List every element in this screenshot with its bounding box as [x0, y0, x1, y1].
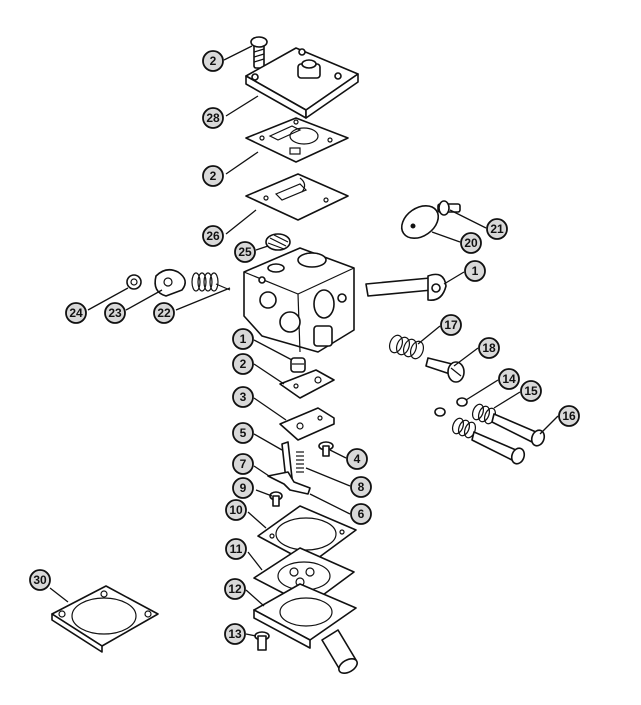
- callout-10: 10: [225, 499, 247, 521]
- svg-text:10: 10: [229, 503, 243, 517]
- callout-5: 5: [232, 422, 254, 444]
- callout-20: 20: [460, 232, 482, 254]
- callout-14: 14: [498, 368, 520, 390]
- svg-text:16: 16: [562, 409, 576, 423]
- svg-text:24: 24: [69, 306, 83, 320]
- callout-4: 4: [346, 448, 368, 470]
- adjusting-needles: [471, 413, 546, 465]
- callout-30: 30: [29, 569, 51, 591]
- callout-13: 13: [224, 623, 246, 645]
- svg-text:9: 9: [240, 481, 247, 495]
- svg-text:12: 12: [228, 582, 242, 596]
- end-cover-screw: [254, 631, 270, 651]
- svg-text:1: 1: [472, 264, 479, 278]
- svg-text:18: 18: [482, 341, 496, 355]
- o-rings: [434, 397, 468, 417]
- svg-text:6: 6: [358, 507, 365, 521]
- svg-text:15: 15: [524, 384, 538, 398]
- end-cover: [253, 583, 358, 675]
- carburetor-body: [243, 247, 355, 353]
- callout-2-left: 2: [232, 353, 254, 375]
- svg-text:17: 17: [444, 318, 458, 332]
- callout-24: 24: [65, 302, 87, 324]
- callout-16: 16: [558, 405, 580, 427]
- svg-text:22: 22: [157, 306, 171, 320]
- svg-text:8: 8: [358, 480, 365, 494]
- svg-text:26: 26: [206, 229, 220, 243]
- idle-screw-spring: [388, 334, 425, 360]
- top-cover-screw: [250, 36, 268, 69]
- lever-screw: [269, 491, 283, 507]
- svg-text:14: 14: [502, 372, 516, 386]
- inlet-control-lever: [267, 471, 311, 495]
- svg-text:28: 28: [206, 111, 220, 125]
- callout-7: 7: [232, 453, 254, 475]
- callout-3: 3: [232, 386, 254, 408]
- throttle-shaft: [365, 273, 447, 302]
- e-clip: [126, 274, 142, 290]
- mounting-gasket: [51, 585, 159, 653]
- inlet-screen: [265, 233, 291, 251]
- svg-text:5: 5: [240, 426, 247, 440]
- svg-text:25: 25: [238, 245, 252, 259]
- callout-8: 8: [350, 476, 372, 498]
- svg-text:11: 11: [230, 542, 243, 556]
- plate-screw: [318, 441, 334, 457]
- callout-6: 6: [350, 503, 372, 525]
- callout-2-b: 2: [202, 165, 224, 187]
- svg-text:21: 21: [490, 222, 504, 236]
- callout-15: 15: [520, 380, 542, 402]
- callout-17: 17: [440, 314, 462, 336]
- callout-12: 12: [224, 578, 246, 600]
- inlet-needle-valve-seat: [290, 357, 306, 373]
- svg-text:2: 2: [210, 54, 217, 68]
- svg-text:4: 4: [354, 452, 361, 466]
- callout-2-top: 2: [202, 50, 224, 72]
- svg-text:23: 23: [108, 306, 122, 320]
- valve-disc-screw: [437, 200, 461, 216]
- svg-text:2: 2: [240, 357, 247, 371]
- callout-11: 11: [225, 538, 247, 560]
- callout-23: 23: [104, 302, 126, 324]
- svg-text:1: 1: [240, 332, 247, 346]
- throttle-lever: [154, 268, 186, 297]
- svg-text:20: 20: [464, 236, 478, 250]
- svg-text:7: 7: [240, 457, 247, 471]
- callout-1-left: 1: [232, 328, 254, 350]
- inlet-control-spring: [296, 451, 304, 473]
- metering-plate: [279, 407, 335, 441]
- callout-21: 21: [486, 218, 508, 240]
- callout-1-right: 1: [464, 260, 486, 282]
- svg-text:13: 13: [228, 627, 242, 641]
- svg-text:2: 2: [210, 169, 217, 183]
- carburetor-cover: [245, 47, 359, 119]
- metering-gasket: [279, 369, 335, 399]
- callout-22: 22: [153, 302, 175, 324]
- pump-diaphragm: [245, 173, 349, 221]
- leader-lines: [49, 45, 559, 637]
- idle-speed-screw: [425, 357, 465, 383]
- callout-18: 18: [478, 337, 500, 359]
- callout-26: 26: [202, 225, 224, 247]
- throttle-valve-disc: [400, 204, 440, 240]
- svg-text:30: 30: [33, 573, 47, 587]
- torsion-spring: [191, 272, 231, 292]
- callout-25: 25: [234, 241, 256, 263]
- upper-gasket: [245, 117, 349, 163]
- callout-28: 28: [202, 107, 224, 129]
- svg-text:3: 3: [240, 390, 247, 404]
- needle-springs: [451, 403, 497, 439]
- callout-9: 9: [232, 477, 254, 499]
